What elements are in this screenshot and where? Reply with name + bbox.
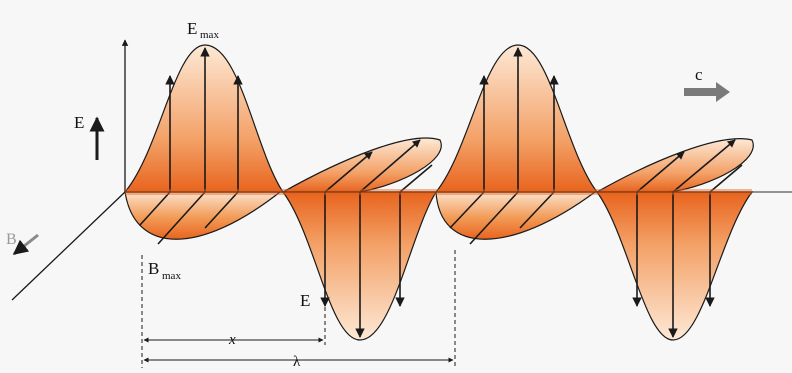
b-max-subscript: max (162, 270, 181, 282)
e-lobe-down-2 (595, 191, 754, 341)
b-lobe-3 (435, 191, 597, 240)
b-lobe-4 (594, 138, 754, 193)
axis-glow (125, 189, 752, 195)
b-axis-line (11, 191, 126, 301)
b-max-label: B (148, 259, 159, 278)
b-legend-arrow (12, 233, 39, 256)
e-lobe-up-2 (434, 44, 599, 193)
e-vectors (165, 47, 715, 338)
lambda-label: λ (293, 354, 301, 370)
e-axis-label: E (74, 113, 84, 132)
e-max-label: E (187, 19, 197, 38)
e-max-subscript: max (200, 29, 219, 41)
c-label: c (695, 65, 703, 84)
b-lobe-2 (280, 137, 442, 193)
c-arrow (684, 82, 730, 102)
e-point-label: E (300, 291, 310, 310)
b-vectors (139, 139, 743, 245)
guide-lines (141, 250, 456, 368)
e-lobe-up-1 (123, 44, 285, 193)
b-axis-label: B (6, 231, 17, 248)
x-label: x (228, 332, 236, 348)
